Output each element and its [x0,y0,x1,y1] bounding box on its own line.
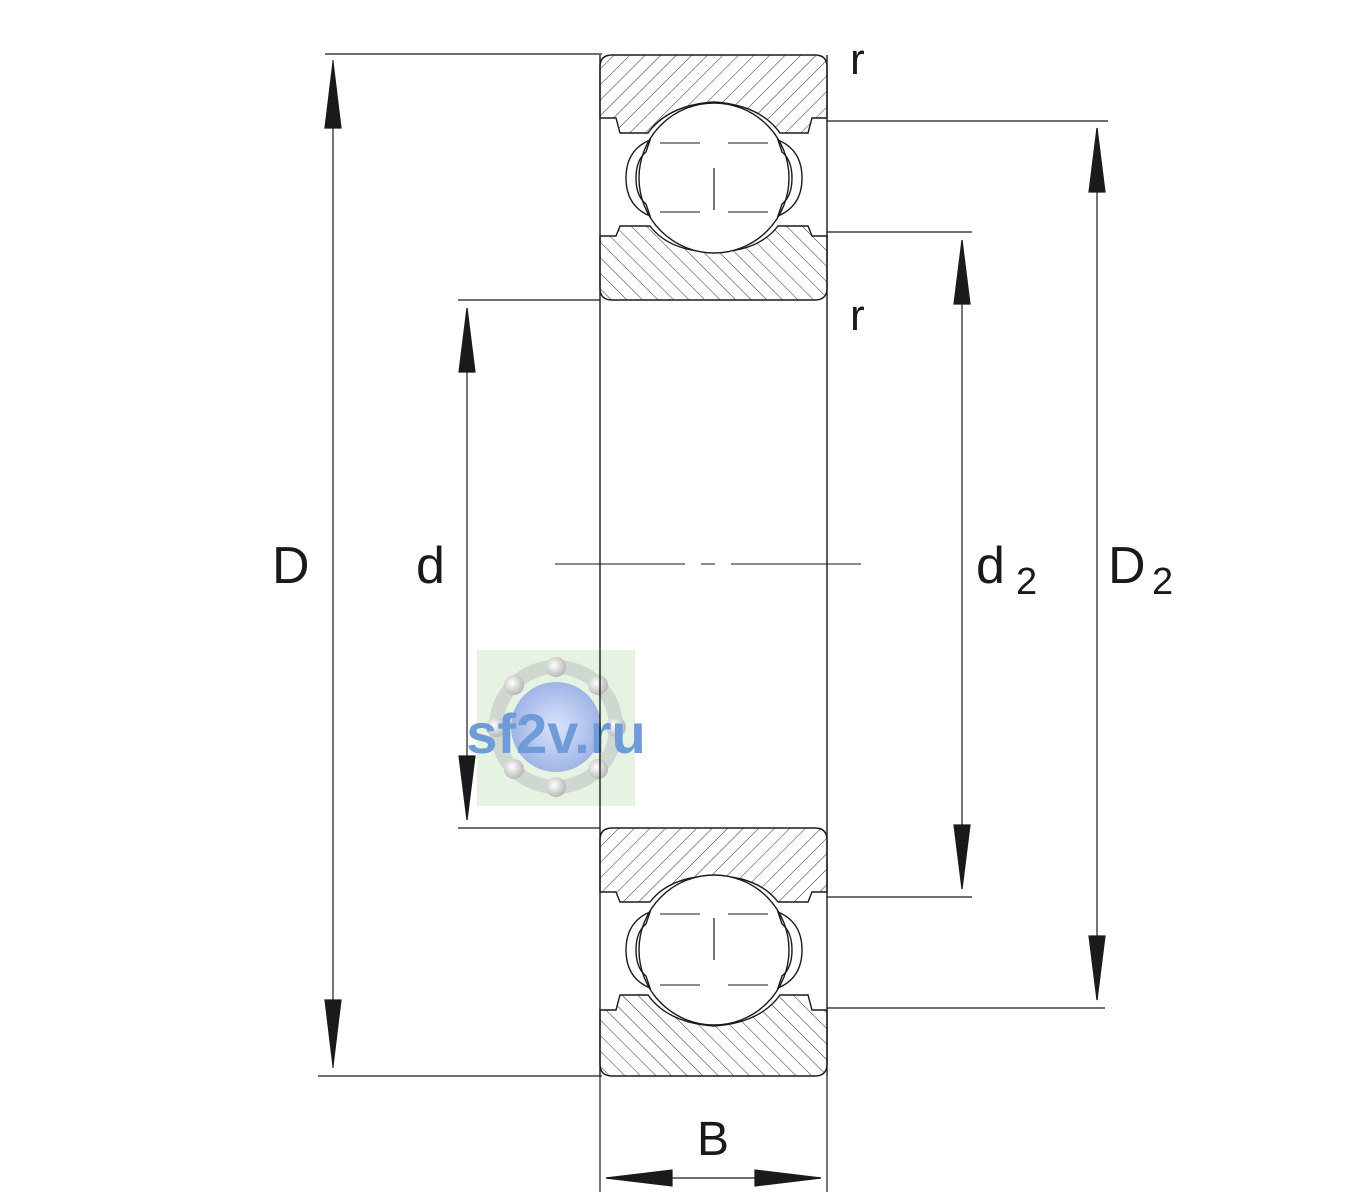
dimensions [318,53,1108,1192]
watermark-ball-icon [504,759,524,779]
watermark-text: sf2v.ru [466,702,645,765]
arrow-down-icon [953,824,971,890]
bottom-cage-right [776,910,803,990]
arrow-up-icon [324,61,342,129]
arrow-up-icon [1088,127,1106,193]
label-d2-subscript: 2 [1016,561,1037,603]
arrow-up-icon [458,307,476,373]
bottom-outer-ring [599,994,828,1077]
top-cage-right [776,138,803,218]
watermark-ball-icon [486,717,506,737]
arrow-left-icon [605,1169,673,1187]
arrow-up-icon [953,239,971,305]
top-inner-ring [599,225,828,301]
label-d: d [416,537,445,595]
watermark-ball-icon [504,675,524,695]
arrow-right-icon [754,1169,822,1187]
bottom-cage-left [625,910,652,990]
bearing-section [555,54,870,1077]
label-d2: d [976,537,1005,595]
arrow-down-icon [324,999,342,1067]
top-cage-left [625,138,652,218]
watermark-ball-icon [546,657,566,677]
arrow-down-icon [1088,935,1106,1001]
watermark-ball-icon [606,717,626,737]
label-D2-subscript: 2 [1152,561,1173,603]
watermark-ball-icon [588,759,608,779]
watermark: sf2v.ru [466,650,646,806]
watermark-ball-icon [546,777,566,797]
label-D2: D [1108,537,1146,595]
label-r-top: r [850,35,865,84]
top-outer-ring [599,54,828,134]
labels: D d d 2 D 2 B r r [272,35,1173,1166]
label-B: B [697,1113,729,1166]
watermark-center-ball [511,682,601,772]
label-D: D [272,537,310,595]
watermark-ball-icon [588,675,608,695]
arrow-down-icon [458,755,476,821]
label-r-mid: r [850,291,865,340]
